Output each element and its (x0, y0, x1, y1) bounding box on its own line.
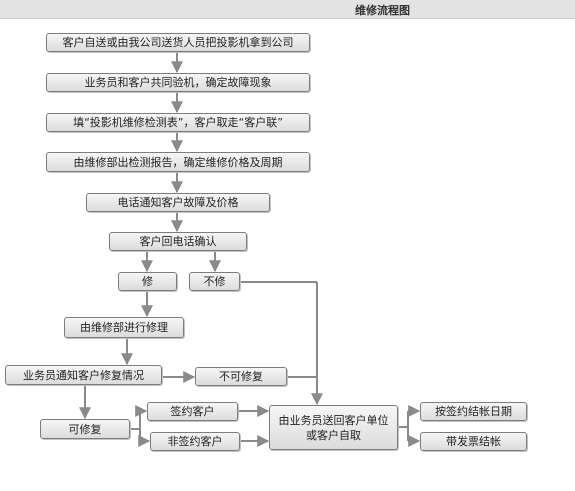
page-title: 维修流程图 (355, 4, 410, 17)
customer-non-contract: 非签约客户 (150, 432, 240, 451)
line-repairable-split (130, 411, 141, 441)
step-joint-inspection: 业务员和客户共同验机，确定故障现象 (46, 73, 310, 92)
option-repair: 修 (118, 272, 177, 291)
step-do-repair: 由维修部进行修理 (64, 317, 184, 338)
customer-contract: 签约客户 (147, 402, 238, 421)
status-repairable: 可修复 (40, 419, 130, 439)
status-unrepairable: 不可修复 (195, 367, 287, 386)
step-phone-notify: 电话通知客户故障及价格 (86, 193, 270, 212)
step-inspection-report: 由维修部出检测报告，确定维修价格及周期 (46, 152, 310, 172)
line-return-split (398, 411, 409, 441)
title-bar: 维修流程图 (0, 0, 575, 19)
step-deliver-projector: 客户自送或由我公司送货人员把投影机拿到公司 (46, 33, 310, 52)
step-customer-confirm: 客户回电话确认 (109, 232, 247, 251)
settle-contract-date: 按签约结帐日期 (420, 402, 527, 421)
step-notify-status: 业务员通知客户修复情况 (5, 365, 162, 385)
return-line-2: 或客户自取 (306, 428, 361, 442)
step-return-or-pickup: 由业务员送回客户单位 或客户自取 (269, 405, 398, 450)
step-fill-form: 填“投影机维修检测表”，客户取走“客户联” (46, 113, 310, 132)
return-line-1: 由业务员送回客户单位 (278, 413, 389, 427)
option-no-repair: 不修 (189, 272, 240, 291)
settle-with-invoice: 带发票结帐 (420, 432, 527, 451)
